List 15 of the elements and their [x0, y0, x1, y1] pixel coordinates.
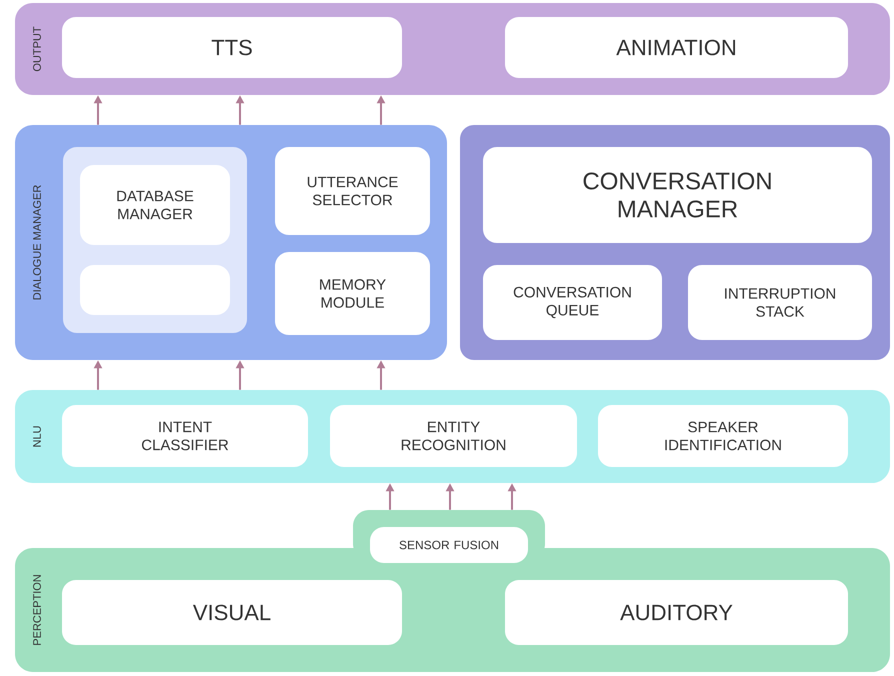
module-box: ANIMATION	[505, 17, 848, 78]
module-box: UTTERANCE SELECTOR	[275, 147, 430, 235]
module-box: AUDITORY	[505, 580, 848, 645]
module-box: SPEAKER IDENTIFICATION	[598, 405, 848, 467]
module-box: CONVERSATION QUEUE	[483, 265, 662, 340]
panel	[80, 265, 230, 315]
module-box: CONVERSATION MANAGER	[483, 147, 872, 243]
module-box: VISUAL	[62, 580, 402, 645]
module-box: DATABASE MANAGER	[80, 165, 230, 245]
module-box: ENTITY RECOGNITION	[330, 405, 577, 467]
module-box: INTENT CLASSIFIER	[62, 405, 308, 467]
module-box: SENSOR FUSION	[370, 527, 528, 563]
module-box: INTERRUPTION STACK	[688, 265, 872, 340]
module-box: MEMORY MODULE	[275, 252, 430, 335]
module-box: TTS	[62, 17, 402, 78]
